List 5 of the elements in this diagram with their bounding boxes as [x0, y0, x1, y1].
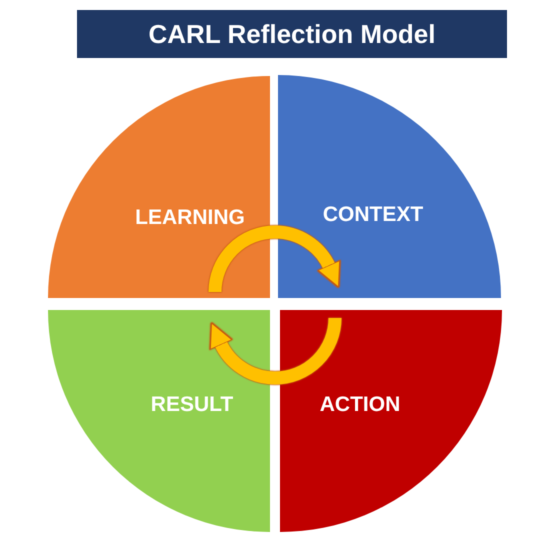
- title-banner: CARL Reflection Model: [77, 10, 507, 58]
- segment-label: LEARNING: [135, 206, 245, 230]
- segment-label: ACTION: [320, 393, 400, 417]
- segment-label: CONTEXT: [322, 203, 424, 227]
- segment-label: RESULT: [150, 393, 234, 417]
